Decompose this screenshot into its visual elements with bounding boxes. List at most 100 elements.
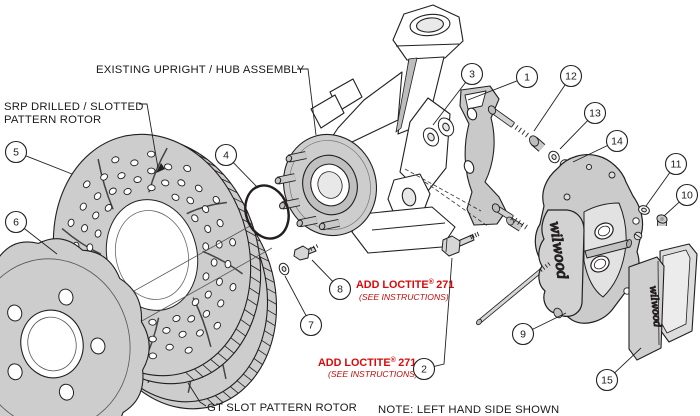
label-leaders bbox=[139, 68, 317, 407]
callout-15: 15 bbox=[595, 347, 642, 392]
callout-circle bbox=[214, 143, 238, 167]
callout-leader bbox=[572, 145, 608, 163]
callout-leader bbox=[311, 259, 334, 282]
callout-circle bbox=[328, 277, 352, 301]
callout-number: 9 bbox=[520, 329, 526, 341]
caliper-outboard-face bbox=[538, 209, 585, 317]
callout-11: 11 bbox=[645, 152, 688, 207]
callout-12: 12 bbox=[533, 64, 583, 132]
hub-flange bbox=[282, 133, 378, 237]
caliper-brand-script: wilwood bbox=[546, 220, 570, 280]
callout-circle bbox=[511, 322, 535, 346]
callout-2: 2 bbox=[412, 257, 453, 381]
registered-mark: ® bbox=[429, 278, 435, 286]
o-ring bbox=[244, 184, 290, 240]
callout-leader bbox=[434, 257, 453, 367]
loctite-number: 271 bbox=[436, 279, 454, 291]
mount-bolt-2 bbox=[441, 234, 475, 257]
registered-mark: ® bbox=[391, 356, 397, 364]
gt-rotor-label: GT SLOT PATTERN ROTOR bbox=[207, 402, 357, 414]
loctite-subtitle: (SEE INSTRUCTIONS) bbox=[328, 369, 418, 379]
loctite-subtitle: (SEE INSTRUCTIONS) bbox=[359, 292, 449, 302]
washer-7 bbox=[278, 262, 290, 276]
callout-5: 5 bbox=[4, 140, 73, 175]
bleed-screw bbox=[585, 163, 593, 171]
callout-number: 5 bbox=[13, 147, 19, 159]
callout-leader bbox=[232, 162, 259, 189]
callout-6: 6 bbox=[4, 210, 58, 255]
callout-9: 9 bbox=[511, 312, 567, 346]
bolt-axis-lines bbox=[404, 168, 490, 228]
callout-leader bbox=[432, 82, 466, 126]
callout-1: 1 bbox=[467, 65, 539, 101]
caliper-hardware bbox=[633, 205, 668, 241]
callout-circle bbox=[605, 129, 629, 153]
callout-number: 13 bbox=[589, 108, 601, 120]
callout-leader bbox=[645, 172, 671, 207]
loctite-note-lower: ADD LOCTITE®271 (SEE INSTRUCTIONS) bbox=[318, 356, 418, 379]
callout-leader bbox=[284, 275, 307, 316]
loctite-note-upper: ADD LOCTITE®271 (SEE INSTRUCTIONS) bbox=[356, 278, 454, 302]
callout-14: 14 bbox=[572, 129, 629, 163]
callout-number: 14 bbox=[611, 136, 623, 148]
callout-number: 15 bbox=[601, 375, 613, 387]
loctite-title: ADD LOCTITE bbox=[356, 279, 429, 291]
loctite-title: ADD LOCTITE bbox=[318, 357, 391, 369]
upright-hub-label: EXISTING UPRIGHT / HUB ASSEMBLY bbox=[96, 64, 305, 76]
callout-number: 3 bbox=[469, 69, 475, 81]
callout-circle bbox=[412, 357, 436, 381]
callout-circle bbox=[299, 313, 323, 337]
callout-4: 4 bbox=[214, 143, 259, 189]
callout-leader bbox=[25, 155, 73, 175]
caliper-bracket bbox=[459, 85, 515, 226]
callout-leader bbox=[614, 347, 642, 374]
pad-brand-script: wilwood bbox=[647, 285, 662, 328]
srp-rotor-label-line2: PATTERN ROTOR bbox=[4, 114, 101, 126]
srp-rotor-label-line1: SRP DRILLED / SLOTTED bbox=[4, 101, 144, 113]
callout-number: 1 bbox=[524, 72, 530, 84]
callout-number: 6 bbox=[13, 217, 19, 229]
callout-13: 13 bbox=[559, 101, 607, 150]
bleed-screw bbox=[563, 193, 571, 201]
callout-leader bbox=[467, 80, 518, 101]
brake-pads: wilwood bbox=[628, 243, 698, 361]
callout-number: 11 bbox=[671, 159, 682, 171]
callout-number: 8 bbox=[337, 284, 343, 296]
callout-number: 4 bbox=[223, 150, 229, 162]
callout-circle bbox=[595, 368, 619, 392]
callout-circle bbox=[4, 140, 28, 164]
callout-10: 10 bbox=[663, 183, 699, 217]
svg-text:ADD LOCTITE®271: ADD LOCTITE®271 bbox=[356, 278, 454, 291]
crossover-fitting bbox=[608, 171, 616, 179]
bolt-threads bbox=[309, 122, 551, 272]
rotor-hat bbox=[0, 238, 150, 416]
callout-leader bbox=[533, 84, 566, 132]
callout-leader bbox=[663, 201, 680, 217]
callout-circle bbox=[664, 152, 688, 176]
callout-3: 3 bbox=[432, 62, 484, 126]
callout-8: 8 bbox=[311, 259, 352, 301]
mount-bolt-8 bbox=[293, 245, 317, 261]
callout-number: 10 bbox=[681, 190, 693, 202]
callout-7: 7 bbox=[284, 275, 323, 337]
callout-circle bbox=[515, 65, 539, 89]
callout-leader bbox=[532, 312, 567, 330]
callout-number: 2 bbox=[421, 364, 427, 376]
wheel-studs bbox=[274, 151, 340, 231]
callout-circle bbox=[460, 62, 484, 86]
outer-pad bbox=[628, 256, 665, 361]
callout-number: 12 bbox=[565, 71, 577, 83]
upright-knuckle bbox=[310, 4, 464, 254]
rotor-center-lines bbox=[117, 225, 273, 323]
callout-circle bbox=[583, 101, 607, 125]
callout-leader bbox=[24, 228, 58, 255]
callout-leader bbox=[559, 120, 589, 150]
note-label: NOTE: LEFT HAND SIDE SHOWN bbox=[378, 404, 559, 416]
svg-text:ADD LOCTITE®271: ADD LOCTITE®271 bbox=[318, 356, 416, 369]
caliper: wilwood bbox=[534, 154, 644, 324]
loctite-number: 271 bbox=[398, 357, 416, 369]
callout-circle bbox=[4, 210, 28, 234]
